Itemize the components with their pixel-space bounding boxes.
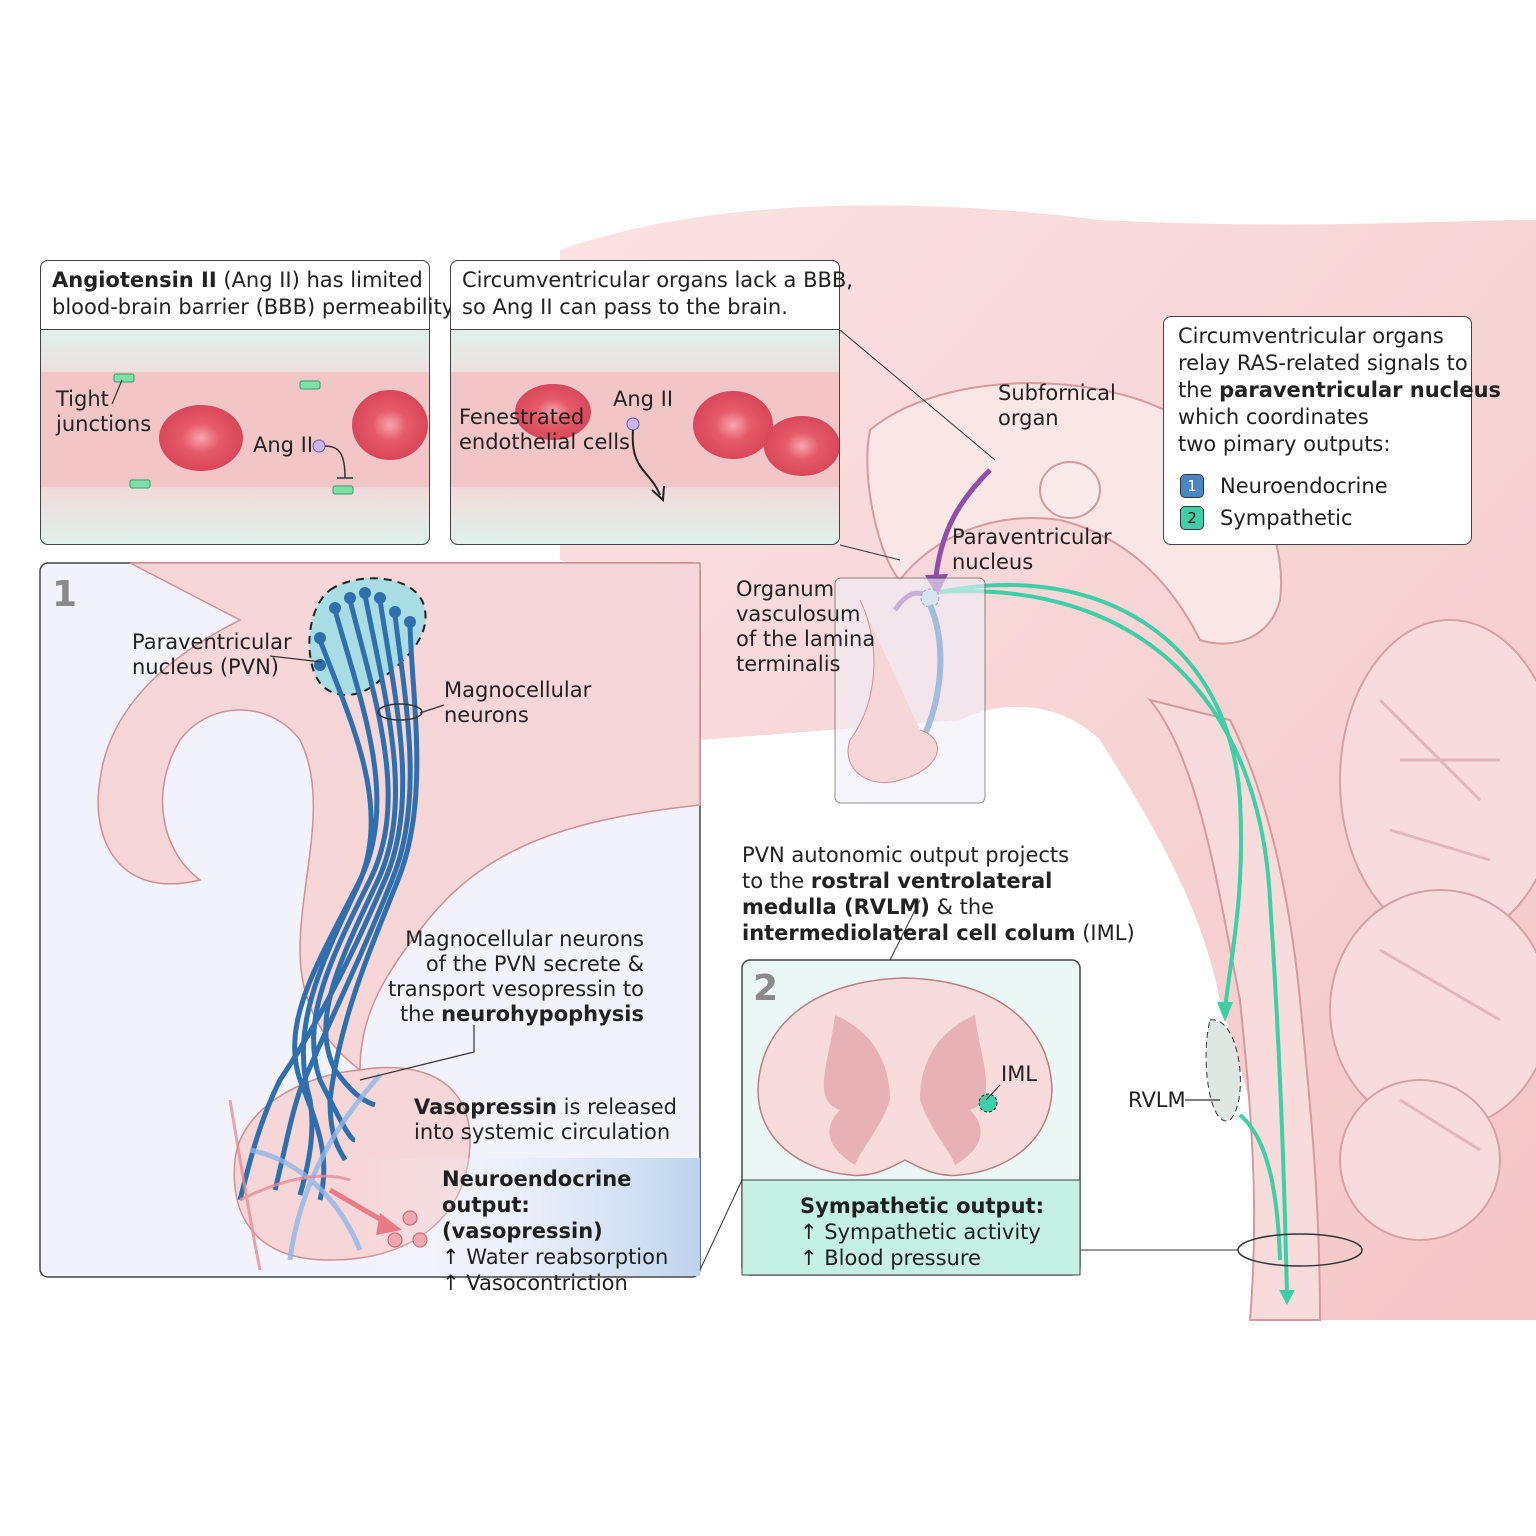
ang-ii-label-cvo: Ang II <box>613 387 674 411</box>
rvlm-label: RVLM <box>1128 1088 1186 1112</box>
bbb-panel-title: Angiotensin II (Ang II) has limited bloo… <box>52 268 458 319</box>
legend-box <box>1163 316 1472 545</box>
sympathetic-output-item: ↑ Sympathetic activity <box>800 1220 1041 1244</box>
legend-chip-1: 1 <box>1180 474 1204 498</box>
subfornical-organ-label: Subfornical organ <box>998 381 1116 430</box>
sympathetic-output-title: Sympathetic output: <box>800 1194 1044 1218</box>
tight-junctions-label: Tight junctions <box>56 387 152 436</box>
panel1-artwork <box>39 562 701 1278</box>
iml-label: IML <box>1001 1062 1038 1086</box>
sympathetic-output-item: ↑ Blood pressure <box>800 1246 981 1270</box>
ang-ii-label-bbb: Ang II <box>253 433 314 457</box>
brain-pathways <box>834 468 1363 1305</box>
panel1-number: 1 <box>52 574 78 615</box>
vasopressin-release-label: Vasopressin is released into systemic ci… <box>414 1095 678 1144</box>
panel2-artwork <box>699 899 1081 1276</box>
cvo-vessel-artwork <box>450 329 996 561</box>
neuroendocrine-output-item: ↑ Water reabsorption <box>442 1245 669 1269</box>
cvo-panel-title: Circumventricular organs lack a BBB, so … <box>462 268 853 319</box>
ovlt-label: Organum vasculosum of the lamina termina… <box>736 577 876 676</box>
magnocellular-description: Magnocellular neurons of the PVN secrete… <box>387 927 644 1026</box>
neuroendocrine-output-title: Neuroendocrine output: (vasopressin) <box>442 1167 632 1243</box>
magnocellular-label: Magnocellular neurons <box>444 678 592 727</box>
legend-item-neuroendocrine: 1 Neuroendocrine <box>1180 474 1388 498</box>
legend-item-sympathetic: 2 Sympathetic <box>1180 506 1353 530</box>
legend-intro: Circumventricular organs relay RAS-relat… <box>1178 324 1502 456</box>
cvo-panel-header <box>450 260 840 330</box>
neuroendocrine-output-box: Neuroendocrine output: (vasopressin) ↑ W… <box>430 1158 700 1295</box>
sympathetic-output-box: Sympathetic output: ↑ Sympathetic activi… <box>788 1185 1078 1275</box>
fenestrated-label: Fenestrated endothelial cells <box>459 405 630 454</box>
bbb-panel-header <box>40 260 430 330</box>
magnocellular-neuron-bundle <box>237 594 420 1201</box>
bbb-vessel-artwork <box>40 330 430 545</box>
panel2-number: 2 <box>753 968 779 1009</box>
cerebellum <box>1329 619 1536 1241</box>
legend-label-neuroendocrine: Neuroendocrine <box>1220 474 1388 498</box>
legend-chip-2: 2 <box>1180 506 1204 530</box>
legend-label-sympathetic: Sympathetic <box>1220 506 1353 530</box>
neuroendocrine-output-item: ↑ Vasocontriction <box>442 1271 628 1295</box>
paraventricular-nucleus-label: Paraventricular nucleus <box>952 525 1112 574</box>
pvn-label: Paraventricular nucleus (PVN) <box>132 630 292 679</box>
